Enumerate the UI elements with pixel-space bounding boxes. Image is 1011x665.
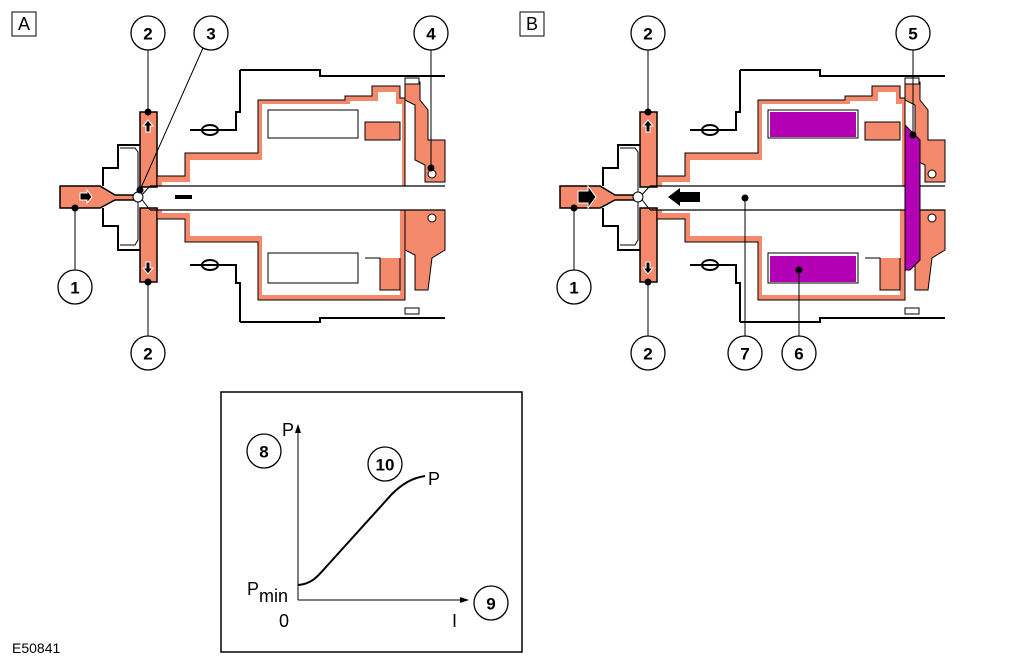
y-axis-label: P: [282, 420, 294, 440]
pressure-current-graph: P I 0 Pmin P 8 10 9: [220, 391, 523, 653]
callout-2-bottom-b: 2: [630, 335, 666, 371]
panel-a-label-box: [11, 11, 37, 37]
callouts-a: 2 3 4 1 2: [57, 15, 449, 371]
curve-end-label: P: [428, 469, 440, 489]
svg-text:9: 9: [486, 595, 495, 614]
callout-1-b: 1: [556, 269, 592, 305]
svg-text:2: 2: [143, 25, 152, 44]
x-axis-label: I: [452, 611, 457, 631]
callouts-b: 2 5 1 2 7 6: [556, 15, 931, 371]
svg-text:5: 5: [908, 25, 917, 44]
callout-1-a: 1: [57, 269, 93, 305]
callout-6: 6: [781, 335, 817, 371]
callout-2-bottom-a: 2: [130, 335, 166, 371]
svg-text:1: 1: [70, 279, 79, 298]
panel-b: B: [519, 11, 946, 323]
flow-arrows-a: [79, 119, 192, 275]
leader-lines: [71, 47, 917, 336]
svg-text:1: 1: [569, 279, 578, 298]
callout-4: 4: [413, 15, 449, 51]
pressure-curve: [297, 475, 426, 586]
callout-2-top-a: 2: [130, 15, 166, 51]
panel-b-label-box: [519, 11, 545, 37]
magnet-coil-bottom: [770, 256, 856, 282]
svg-text:6: 6: [794, 345, 803, 364]
armature-arrow: [668, 188, 700, 206]
panel-b-label: B: [526, 14, 538, 34]
callout-9: 9: [473, 585, 509, 621]
magnet-coil-top: [770, 112, 856, 137]
svg-text:4: 4: [426, 25, 436, 44]
panel-a: A: [11, 11, 446, 323]
callout-5: 5: [895, 15, 931, 51]
svg-text:2: 2: [143, 345, 152, 364]
panel-a-label: A: [18, 14, 30, 34]
svg-text:10: 10: [376, 456, 395, 475]
svg-text:2: 2: [643, 25, 652, 44]
pmin-label: Pmin: [247, 579, 288, 606]
armature-plate: [904, 123, 921, 271]
inlet-arrow: [577, 184, 597, 210]
callout-10: 10: [367, 446, 403, 482]
figure-id: E50841: [12, 640, 60, 656]
svg-text:7: 7: [740, 345, 749, 364]
callout-7: 7: [727, 335, 763, 371]
callout-3: 3: [193, 15, 229, 51]
svg-text:2: 2: [643, 345, 652, 364]
valve-energized: [559, 69, 946, 323]
svg-text:3: 3: [206, 25, 215, 44]
callout-2-top-b: 2: [630, 15, 666, 51]
callout-8: 8: [246, 433, 282, 469]
svg-text:8: 8: [259, 443, 268, 462]
valve-deenergized: [59, 69, 446, 323]
origin-label: 0: [279, 611, 289, 631]
